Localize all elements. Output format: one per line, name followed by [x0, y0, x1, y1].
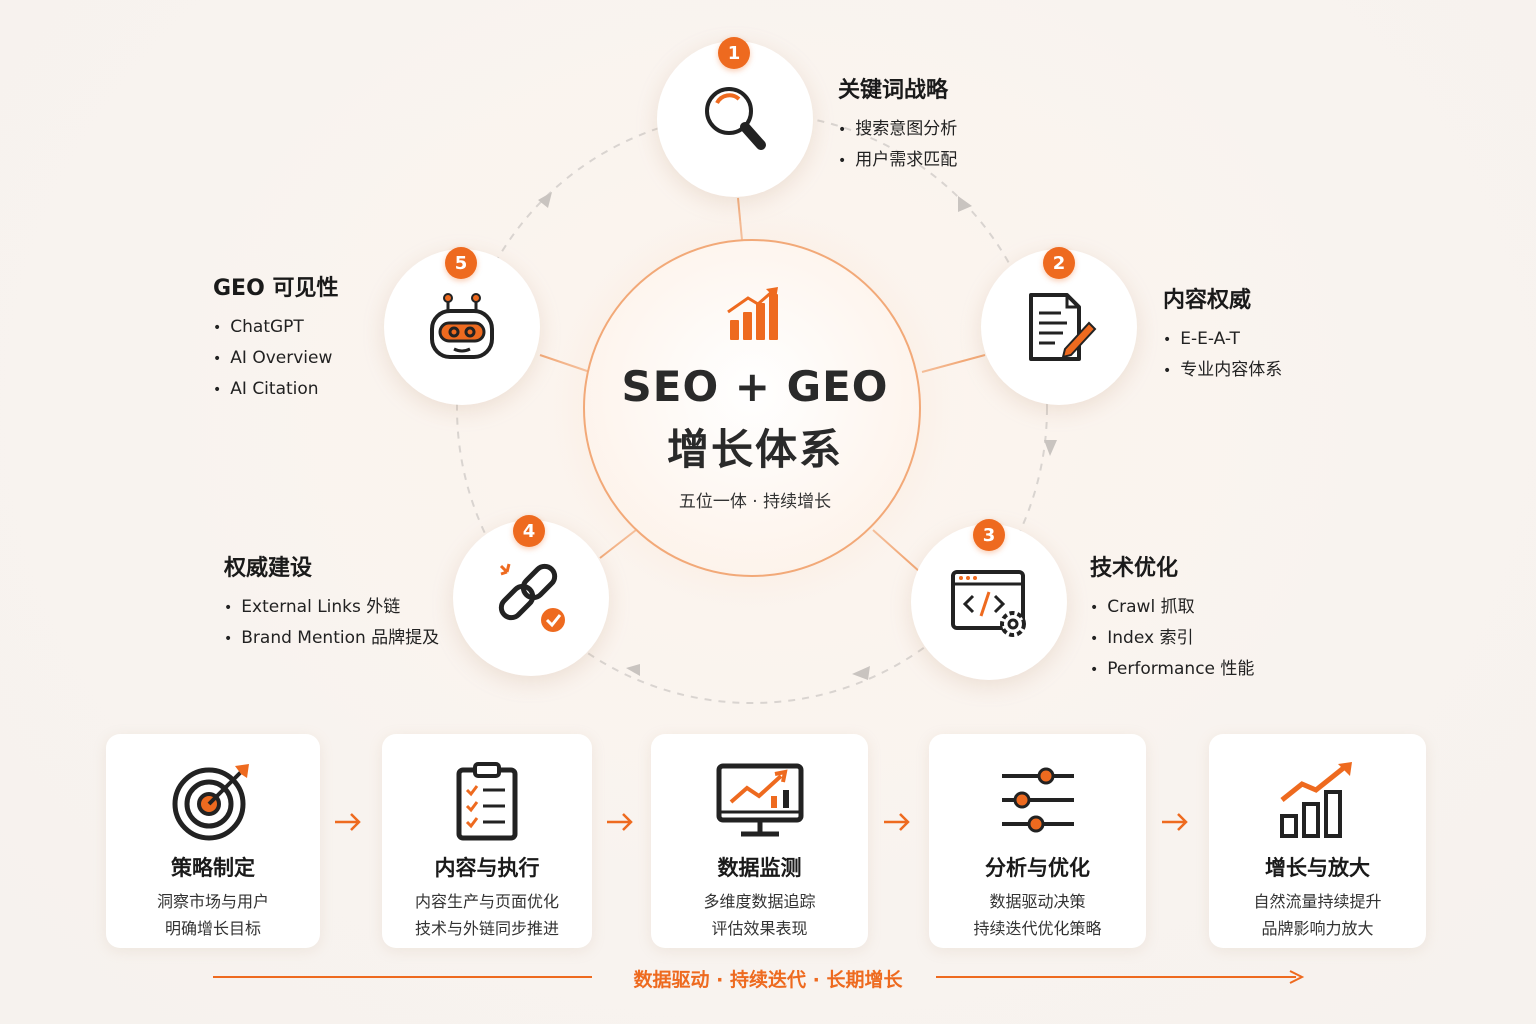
node-5-bullet-3: AI Citation [213, 374, 338, 405]
node-1-label: 关键词战略 搜索意图分析 用户需求匹配 [838, 72, 957, 176]
node-3-bullet-1: Crawl 抓取 [1090, 592, 1254, 623]
node-4-label: 权威建设 External Links 外链 Brand Mention 品牌提… [224, 550, 439, 654]
node-4-bullet-2: Brand Mention 品牌提及 [224, 623, 439, 654]
step-card-3[interactable]: 数据监测 多维度数据追踪 评估效果表现 [651, 734, 868, 948]
center-core [583, 239, 921, 577]
center-subtitle: 五位一体 · 持续增长 [678, 492, 832, 512]
node-3-title: 技术优化 [1090, 556, 1179, 581]
node-2-label: 内容权威 E-E-A-T 专业内容体系 [1163, 282, 1282, 386]
step-4-line1: 数据驱动决策 [989, 892, 1086, 911]
step-card-5[interactable]: 增长与放大 自然流量持续提升 品牌影响力放大 [1209, 734, 1426, 948]
step-5-title: 增长与放大 [1265, 856, 1370, 880]
step-3-line1: 多维度数据追踪 [703, 892, 816, 911]
magnifier-icon [705, 87, 766, 150]
step-2-title: 内容与执行 [434, 856, 540, 880]
growth-chart-icon [1279, 762, 1352, 838]
node-5-title: GEO 可见性 [213, 276, 339, 301]
node-2-bullet-2: 专业内容体系 [1163, 355, 1282, 386]
node-3-circle[interactable] [911, 524, 1067, 680]
node-3-badge: 3 [973, 519, 1005, 551]
node-2-badge: 2 [1043, 247, 1075, 279]
node-5-badge: 5 [445, 247, 477, 279]
cycle-arrow-3 [852, 666, 870, 680]
monitor-chart-icon [716, 763, 803, 837]
step-1-line2: 明确增长目标 [164, 919, 261, 938]
node-3-label: 技术优化 Crawl 抓取 Index 索引 Performance 性能 [1090, 550, 1254, 685]
target-icon [172, 764, 249, 841]
step-1-line1: 洞察市场与用户 [156, 892, 269, 911]
footer-flow-arrowhead [1289, 970, 1305, 984]
node-5-label: GEO 可见性 ChatGPT AI Overview AI Citation [213, 270, 338, 405]
cycle-arrow-2 [1044, 440, 1057, 456]
step-5-line2: 品牌影响力放大 [1261, 919, 1374, 938]
robot-icon [430, 293, 494, 359]
node-1-bullet-1: 搜索意图分析 [838, 114, 957, 145]
step-5-line1: 自然流量持续提升 [1253, 892, 1382, 911]
step-3-title: 数据监测 [717, 856, 802, 880]
node-3-bullet-3: Performance 性能 [1090, 654, 1254, 685]
cycle-arrow-4 [626, 664, 640, 676]
step-1-title: 策略制定 [171, 856, 255, 880]
node-4-bullet-1: External Links 外链 [224, 592, 439, 623]
node-2-title: 内容权威 [1163, 288, 1252, 313]
arrow-right-icon [607, 813, 633, 831]
code-window-gear-icon [951, 570, 1026, 637]
clipboard-checklist-icon [456, 762, 518, 841]
step-2-line1: 内容生产与页面优化 [414, 892, 559, 911]
step-card-2[interactable]: 内容与执行 内容生产与页面优化 技术与外链同步推进 [382, 734, 592, 948]
center-title-line1: SEO + GEO [621, 362, 889, 411]
step-3-line2: 评估效果表现 [711, 919, 808, 938]
arrow-right-icon [1162, 813, 1188, 831]
node-1-bullet-2: 用户需求匹配 [838, 145, 957, 176]
node-4-title: 权威建设 [224, 556, 313, 581]
arrow-right-icon [884, 813, 910, 831]
node-5-bullet-2: AI Overview [213, 343, 338, 374]
step-card-1[interactable]: 策略制定 洞察市场与用户 明确增长目标 [106, 734, 320, 948]
step-card-4[interactable]: 分析与优化 数据驱动决策 持续迭代优化策略 [929, 734, 1146, 948]
step-2-line2: 技术与外链同步推进 [414, 919, 559, 938]
arrow-right-icon [335, 813, 361, 831]
node-2-bullet-1: E-E-A-T [1163, 324, 1282, 355]
node-1-badge: 1 [718, 37, 750, 69]
sliders-icon [1001, 767, 1074, 833]
cycle-arrow-1 [958, 196, 972, 212]
step-4-title: 分析与优化 [985, 856, 1090, 880]
node-3-bullet-2: Index 索引 [1090, 623, 1254, 654]
center-title-line2: 增长体系 [666, 425, 843, 474]
growth-bar-chart-icon [727, 287, 778, 340]
footer-tagline: 数据驱动 · 持续迭代 · 长期增长 [633, 969, 903, 991]
cycle-arrow-5 [538, 192, 552, 208]
step-4-line2: 持续迭代优化策略 [973, 919, 1102, 938]
node-1-title: 关键词战略 [838, 78, 949, 103]
node-5-bullet-1: ChatGPT [213, 312, 338, 343]
document-pen-icon [1029, 293, 1097, 361]
node-4-badge: 4 [513, 515, 545, 547]
link-check-icon [498, 563, 565, 632]
